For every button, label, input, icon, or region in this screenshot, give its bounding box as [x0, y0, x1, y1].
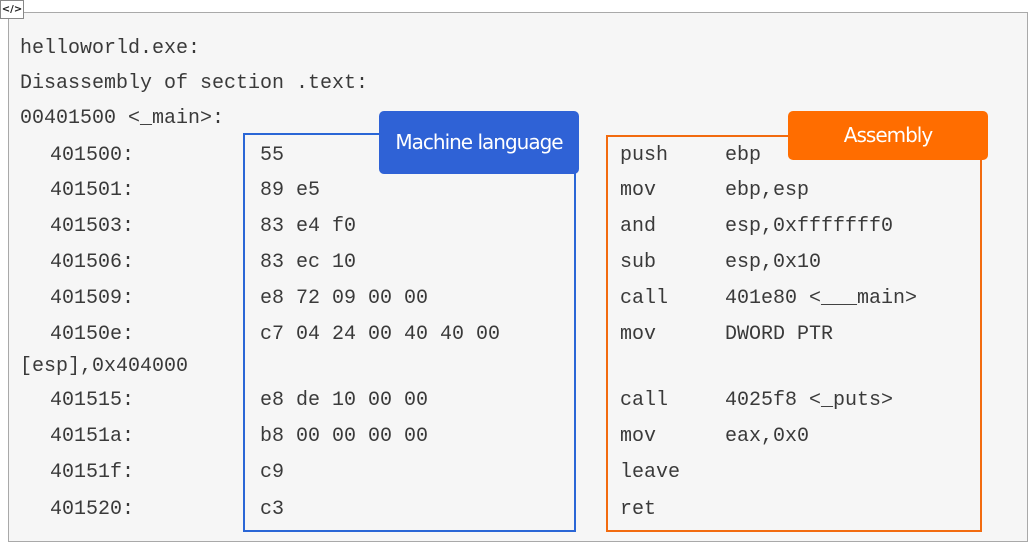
wrapped-operand: [esp],0x404000 [20, 355, 189, 378]
row-machine-bytes: 89 e5 [260, 179, 321, 202]
row-machine-bytes: c9 [260, 461, 285, 484]
row-address: 40151a: [50, 425, 135, 448]
row-machine-bytes: 83 ec 10 [260, 251, 357, 274]
machine-language-label: Machine language [379, 111, 579, 174]
code-badge-icon: </> [0, 0, 24, 19]
row-opcode: ret [620, 498, 657, 521]
file-header: helloworld.exe: [20, 37, 201, 60]
disassembly-panel: helloworld.exe: Disassembly of section .… [8, 12, 1028, 542]
row-address: 40151f: [50, 461, 135, 484]
row-address: 401509: [50, 287, 135, 310]
row-address: 401501: [50, 179, 135, 202]
row-operands: DWORD PTR [725, 323, 834, 346]
assembly-box [606, 135, 982, 532]
row-machine-bytes: e8 de 10 00 00 [260, 389, 429, 412]
row-operands: ebp,esp [725, 179, 810, 202]
row-opcode: call [620, 389, 669, 412]
section-header: Disassembly of section .text: [20, 72, 369, 95]
row-opcode: and [620, 215, 657, 238]
row-opcode: leave [620, 461, 681, 484]
row-address: 401500: [50, 144, 135, 167]
row-operands: 401e80 <___main> [725, 287, 918, 310]
row-operands: esp,0xfffffff0 [725, 215, 894, 238]
row-machine-bytes: 83 e4 f0 [260, 215, 357, 238]
row-machine-bytes: b8 00 00 00 00 [260, 425, 429, 448]
row-operands: esp,0x10 [725, 251, 822, 274]
row-machine-bytes: c7 04 24 00 40 40 00 [260, 323, 501, 346]
row-address: 401506: [50, 251, 135, 274]
row-machine-bytes: 55 [260, 144, 285, 167]
row-operands: 4025f8 <_puts> [725, 389, 894, 412]
row-address: 401520: [50, 498, 135, 521]
row-address: 401515: [50, 389, 135, 412]
row-opcode: push [620, 144, 669, 167]
row-address: 401503: [50, 215, 135, 238]
row-operands: ebp [725, 144, 762, 167]
machine-language-box [243, 133, 576, 532]
function-header: 00401500 <_main>: [20, 107, 225, 130]
row-operands: eax,0x0 [725, 425, 810, 448]
row-machine-bytes: c3 [260, 498, 285, 521]
row-opcode: mov [620, 425, 657, 448]
row-address: 40150e: [50, 323, 135, 346]
row-opcode: mov [620, 323, 657, 346]
row-opcode: call [620, 287, 669, 310]
row-machine-bytes: e8 72 09 00 00 [260, 287, 429, 310]
row-opcode: sub [620, 251, 657, 274]
row-opcode: mov [620, 179, 657, 202]
assembly-label: Assembly [788, 111, 988, 160]
